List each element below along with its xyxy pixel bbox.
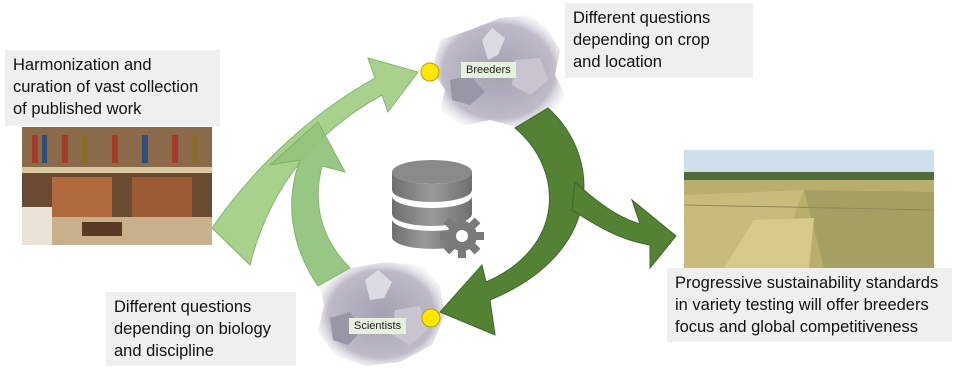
breeders-node-dot bbox=[420, 62, 440, 82]
crop-line-1: Different questions bbox=[573, 9, 711, 27]
biology-discipline-textbox: Different questions depending on biology… bbox=[106, 292, 296, 366]
crop-line-2: depending on crop bbox=[573, 31, 710, 49]
database-gear-icon bbox=[392, 160, 484, 258]
harmonization-line-3: of published work bbox=[13, 100, 142, 118]
biology-line-1: Different questions bbox=[114, 298, 252, 316]
sustain-line-3: focus and global competitiveness bbox=[675, 318, 919, 336]
breeders-label: Breeders bbox=[461, 62, 516, 78]
biology-line-3: and discipline bbox=[114, 342, 214, 360]
europe-map-scientists bbox=[318, 262, 445, 366]
field-photo bbox=[684, 150, 934, 268]
arrow-library-to-breeders bbox=[211, 57, 419, 266]
sustainability-textbox: Progressive sustainability standards in … bbox=[667, 268, 952, 342]
library-photo bbox=[22, 127, 212, 245]
biology-line-2: depending on biology bbox=[114, 320, 271, 338]
arrow-to-field bbox=[571, 180, 677, 270]
arrow-scientists-up bbox=[268, 121, 351, 287]
crop-location-textbox: Different questions depending on crop an… bbox=[565, 3, 753, 78]
harmonization-line-2: curation of vast collection bbox=[13, 78, 199, 96]
scientists-node-dot bbox=[421, 308, 441, 328]
harmonization-textbox: Harmonization and curation of vast colle… bbox=[5, 50, 220, 126]
crop-line-3: and location bbox=[573, 53, 662, 71]
arrow-breeders-to-scientists bbox=[439, 107, 585, 336]
scientists-label: Scientists bbox=[349, 318, 407, 334]
harmonization-line-1: Harmonization and bbox=[13, 56, 152, 74]
sustain-line-1: Progressive sustainability standards bbox=[675, 274, 939, 292]
sustain-line-2: in variety testing will offer breeders bbox=[675, 296, 929, 314]
